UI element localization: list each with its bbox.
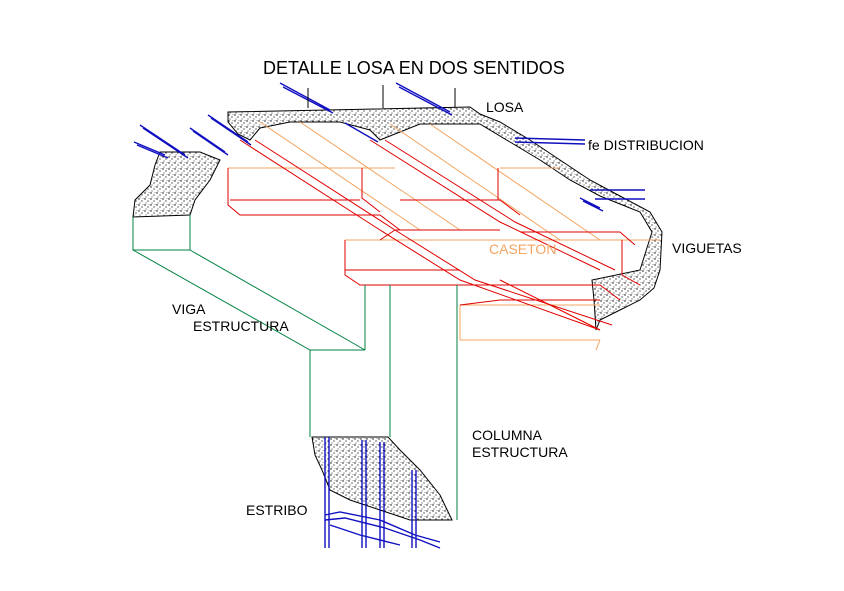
label-viga-line2: ESTRUCTURA: [193, 318, 289, 334]
label-fe-distribucion: fe DISTRIBUCION: [588, 137, 704, 153]
label-losa: LOSA: [486, 99, 524, 115]
leader-lines: [307, 85, 456, 108]
label-viga-line1: VIGA: [172, 301, 206, 317]
drawing-title: DETALLE LOSA EN DOS SENTIDOS: [263, 58, 565, 78]
column-concrete-break: [311, 436, 453, 521]
label-viguetas: VIGUETAS: [672, 240, 742, 256]
label-columna-line1: COLUMNA: [472, 427, 543, 443]
label-estribo: ESTRIBO: [246, 502, 308, 518]
vigueta-ribs: [227, 139, 641, 331]
beam-column-structure: [132, 215, 458, 520]
label-columna-line2: ESTRUCTURA: [472, 444, 568, 460]
label-caseton: CASETON: [489, 241, 556, 257]
